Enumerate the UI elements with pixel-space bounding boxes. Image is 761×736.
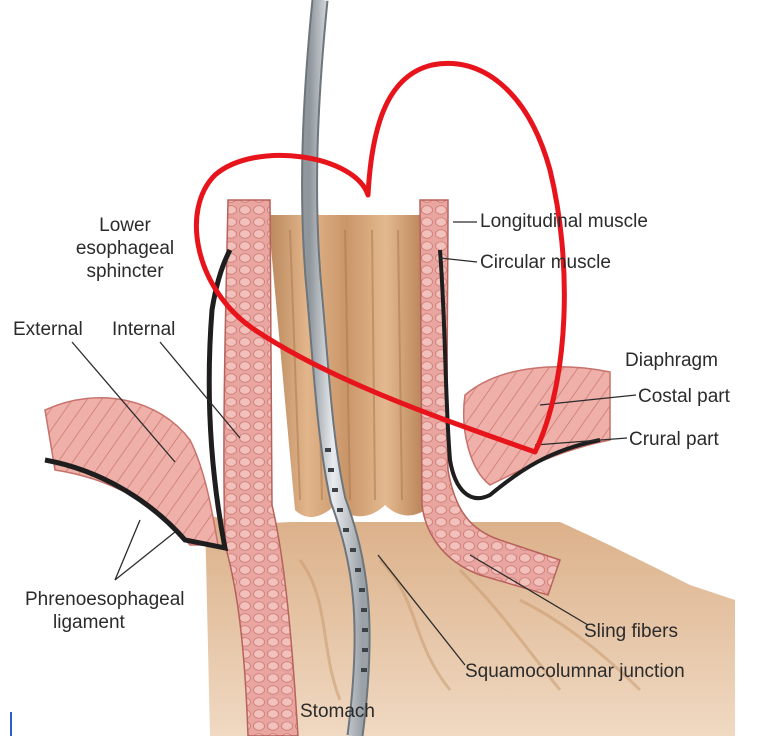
- left-diaphragm: [45, 398, 218, 545]
- right-diaphragm: [464, 367, 610, 485]
- lower-sphincter-line-2: esophageal: [60, 237, 190, 260]
- longitudinal-muscle-label: Longitudinal muscle: [480, 210, 648, 233]
- phrenoesophageal-line-1: Phrenoesophageal: [25, 588, 185, 611]
- costal-part-label: Costal part: [638, 385, 730, 408]
- squamocolumnar-junction-label: Squamocolumnar junction: [465, 660, 685, 683]
- diaphragm-label: Diaphragm: [625, 349, 718, 372]
- lower-sphincter-line-1: Lower: [60, 214, 190, 237]
- lower-sphincter-line-3: sphincter: [60, 260, 190, 283]
- phrenoesophageal-ligament-label: Phrenoesophageal ligament: [25, 588, 185, 634]
- internal-label: Internal: [112, 318, 175, 341]
- stomach-label: Stomach: [300, 700, 375, 723]
- sling-fibers-label: Sling fibers: [584, 620, 678, 643]
- circular-muscle-label: Circular muscle: [480, 251, 611, 274]
- lower-esophageal-sphincter-label: Lower esophageal sphincter: [60, 214, 190, 283]
- blue-mark: [10, 712, 12, 736]
- external-label: External: [13, 318, 83, 341]
- phrenoesophageal-line-2: ligament: [25, 611, 185, 634]
- crural-part-label: Crural part: [629, 428, 719, 451]
